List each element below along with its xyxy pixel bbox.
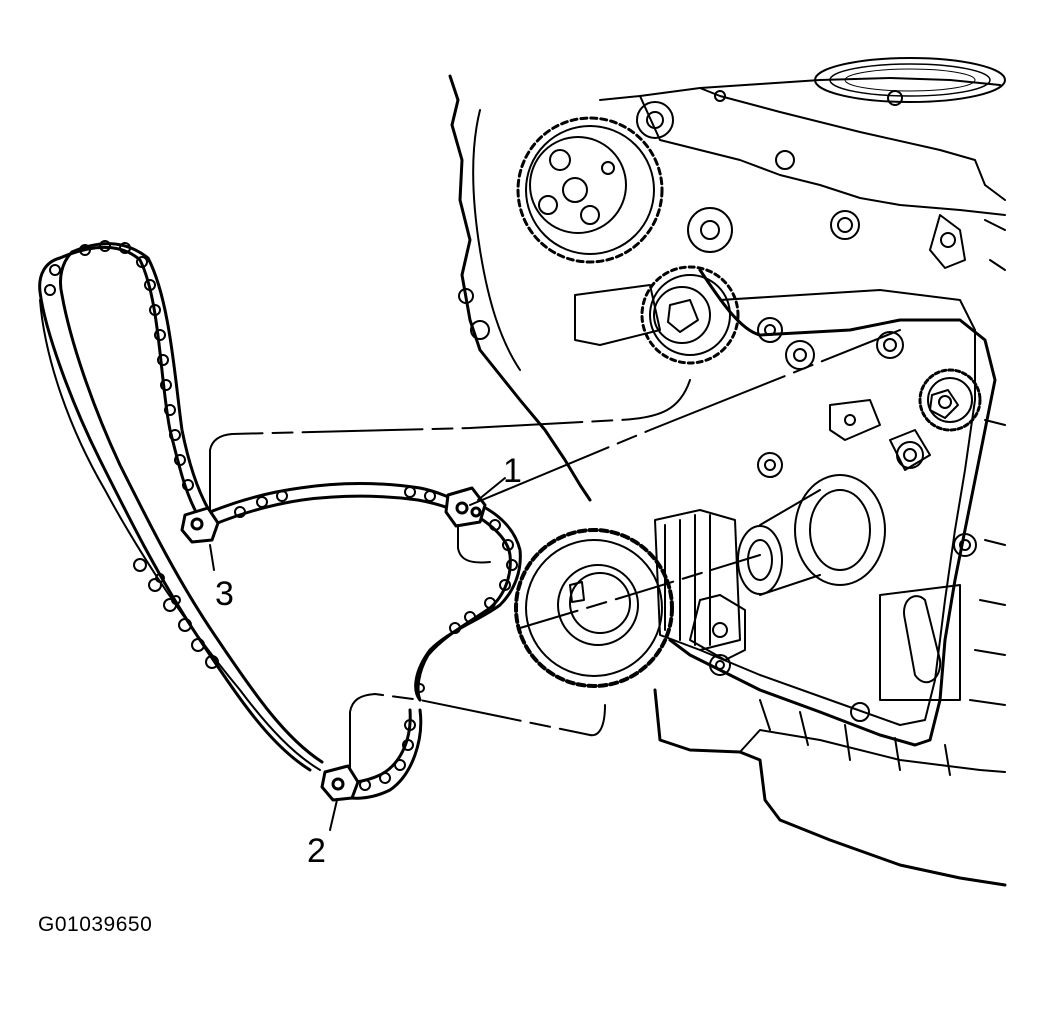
- balance-shaft: [654, 474, 886, 651]
- chain-outer-loop: [38, 256, 312, 772]
- chain-links-lower-run: [359, 719, 416, 791]
- camshaft-bolt: [549, 149, 571, 171]
- engine-block-outline: [448, 74, 592, 502]
- timing-chain: [38, 240, 522, 800]
- chain-guide-sprocket: [918, 368, 982, 432]
- chain-link-marker-3: [180, 506, 220, 544]
- engine-block: [448, 57, 1007, 887]
- alignment-line-1: [469, 329, 901, 506]
- crankshaft-sprocket: [514, 528, 674, 688]
- exhaust-camshaft-sprocket: [640, 265, 740, 365]
- intake-camshaft-sprocket: [516, 116, 664, 264]
- alignment-line-3: [209, 379, 691, 511]
- callout-2: 2: [307, 832, 326, 870]
- oil-pan-edge: [653, 688, 1007, 887]
- callout-3: 3: [215, 575, 234, 613]
- top-bolt: [887, 90, 903, 106]
- chain-guide-rail: [39, 299, 321, 771]
- engine-block-inner-contour: [472, 109, 521, 371]
- chain-link-marker-1: [444, 486, 487, 528]
- callout-1: 1: [503, 452, 522, 490]
- callout-leader-2: [329, 799, 338, 831]
- oil-filler-cap: [814, 57, 1006, 103]
- callout-leader-3: [209, 544, 215, 571]
- oil-passage-slot: [903, 595, 942, 684]
- figure-id-label: G01039650: [38, 913, 153, 936]
- chain-links-upper: [44, 240, 194, 491]
- chain-link-marker-2: [320, 764, 360, 802]
- alignment-line-2: [349, 693, 606, 771]
- chain-links-top-run: [234, 486, 436, 518]
- alignment-lines: [209, 329, 901, 831]
- front-cover-face: [668, 268, 997, 747]
- chain-upper-run: [208, 482, 467, 514]
- chain-links-right-run: [415, 519, 518, 693]
- housing-bolts: [458, 101, 977, 722]
- engine-block-top-edge: [599, 77, 1001, 101]
- callout-leader-1: [477, 477, 506, 501]
- alignment-line-crank: [519, 554, 761, 629]
